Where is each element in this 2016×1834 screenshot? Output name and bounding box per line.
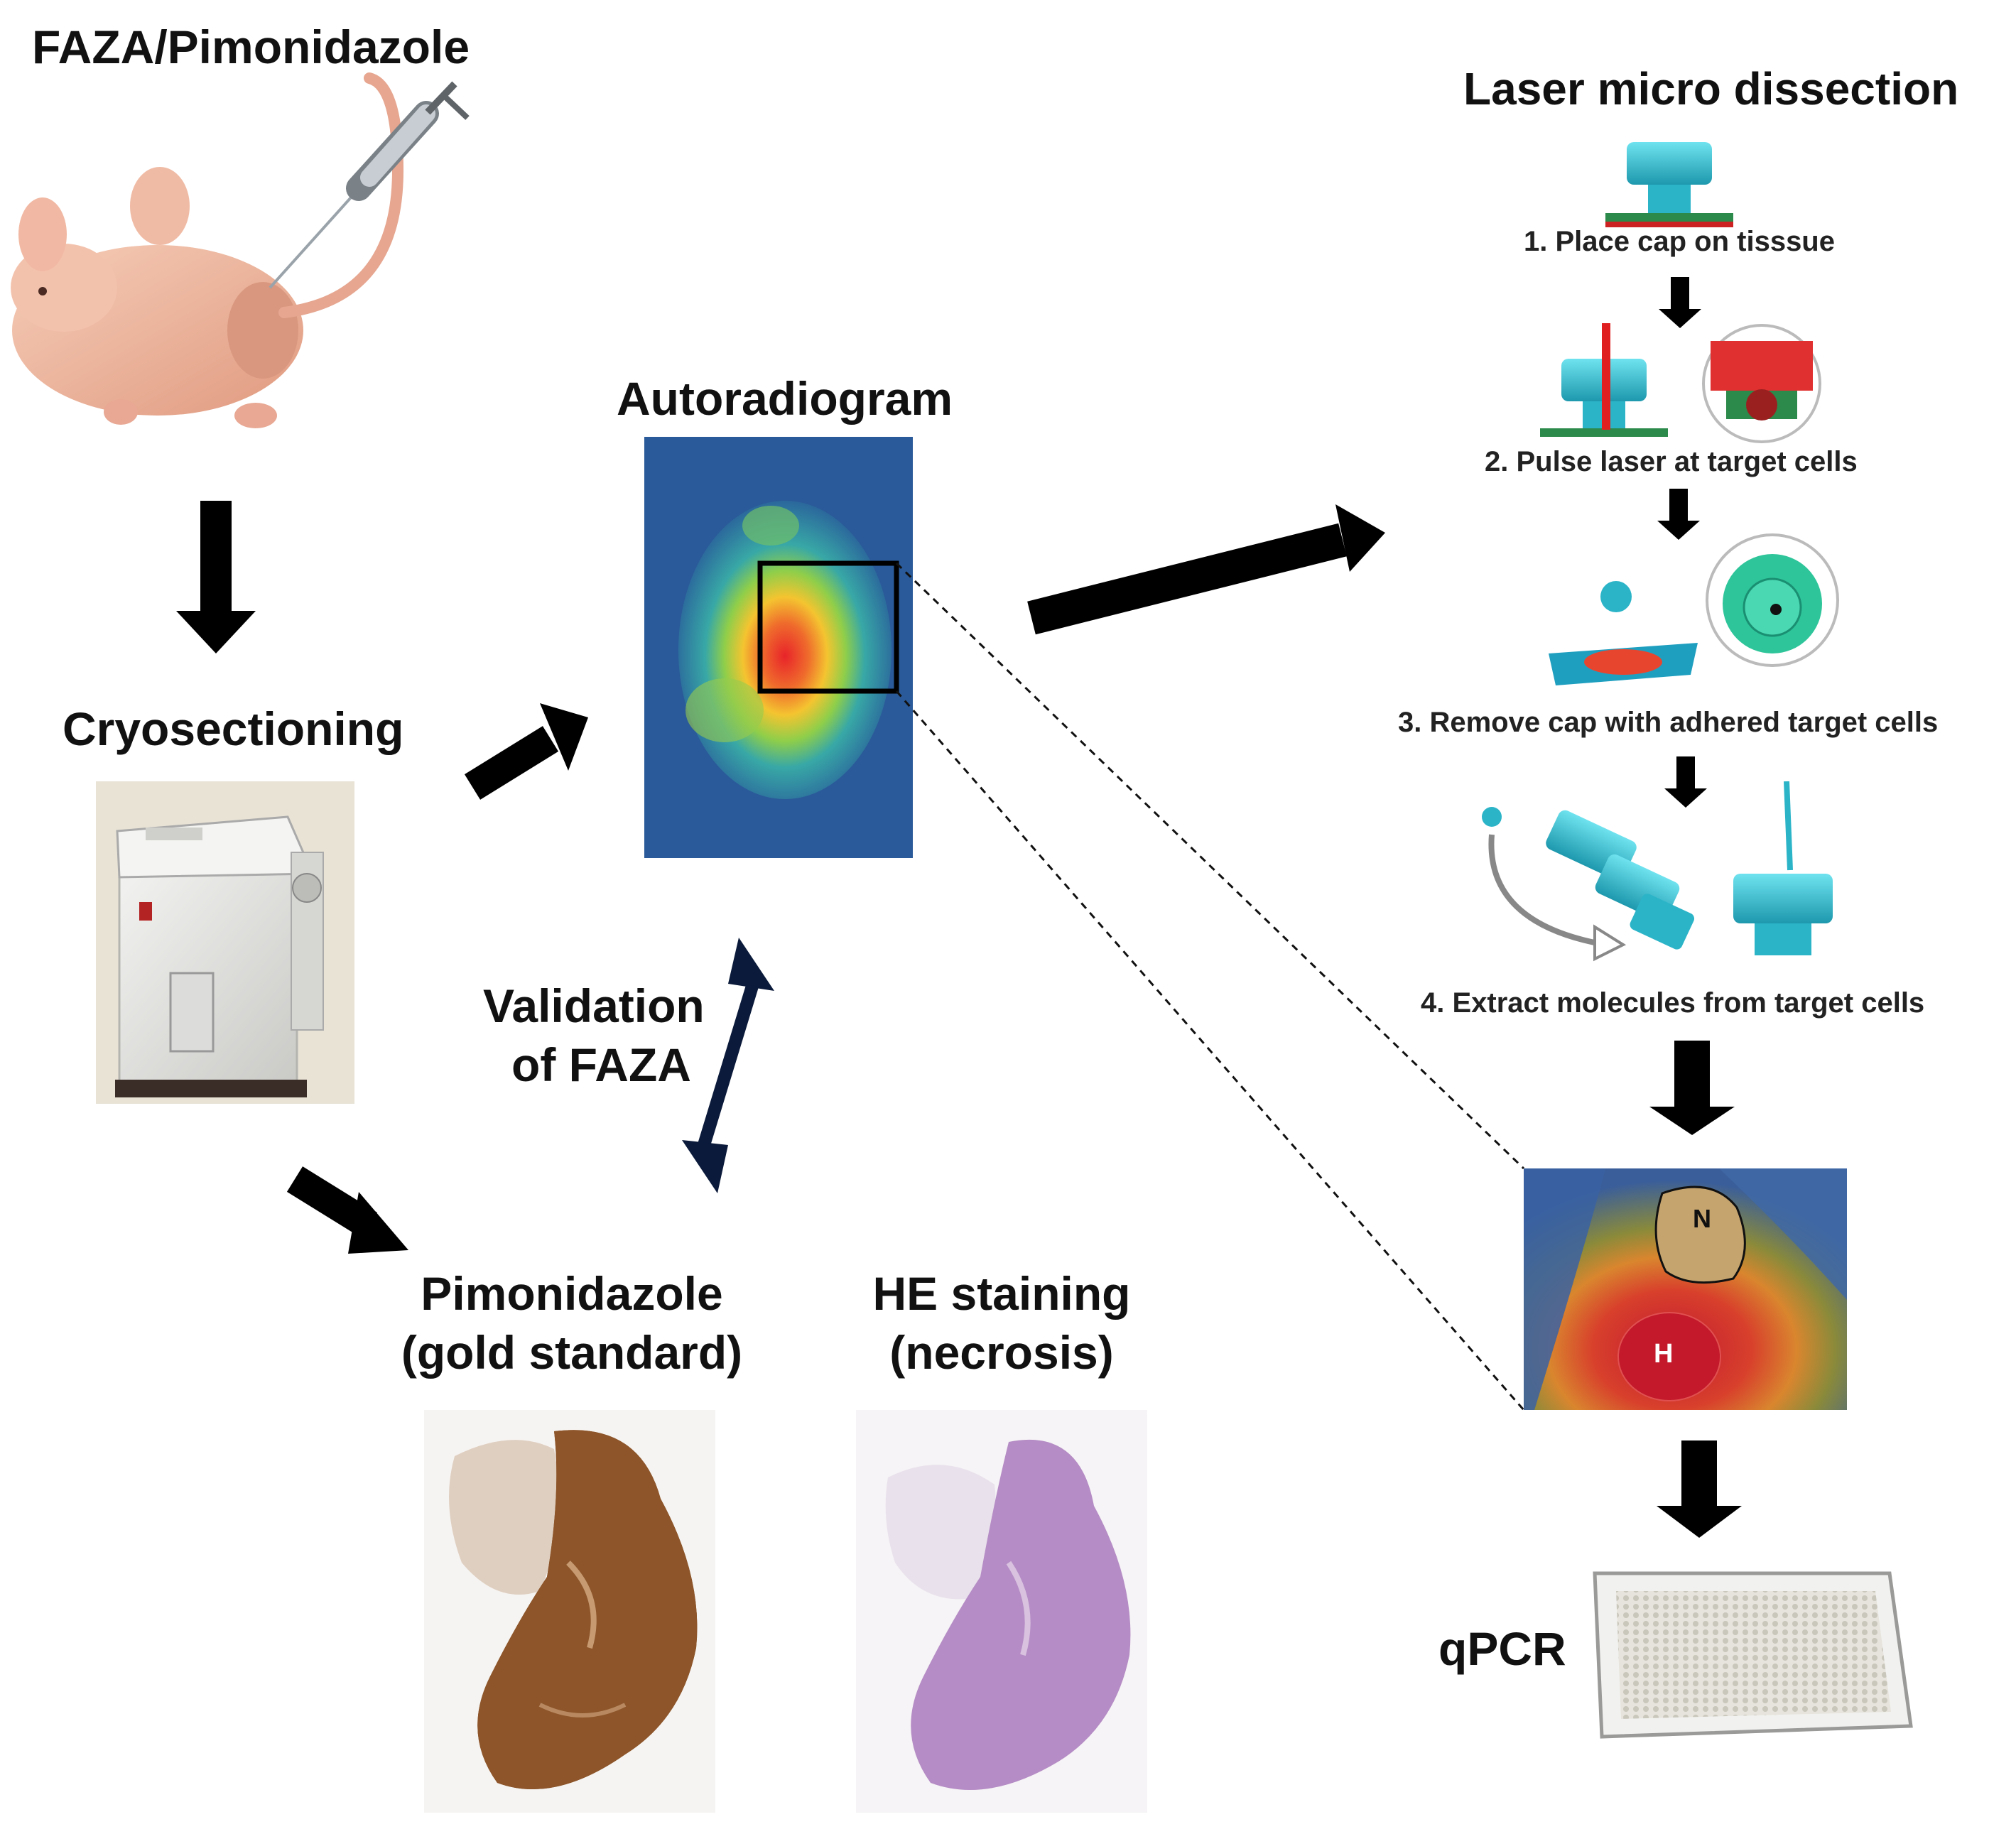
laser-beam-icon — [1540, 323, 1821, 443]
validation-line-1: Validation — [483, 980, 705, 1032]
pimonidazole-stain-image — [424, 1410, 715, 1813]
cryosectioning-label: Cryosectioning — [63, 702, 404, 755]
arrow-cryo-to-pimonidazole — [286, 1166, 408, 1254]
he-stain-image — [856, 1410, 1147, 1813]
pcr-plate-icon — [1593, 1571, 1913, 1739]
he-line-1: HE staining — [872, 1267, 1131, 1320]
arrow-validation — [682, 938, 774, 1193]
step-arrow-3 — [1664, 756, 1707, 808]
arrow-cryo-to-autoradiogram — [464, 703, 588, 800]
region-n-outline — [1654, 1185, 1746, 1284]
syringe-icon — [269, 81, 470, 289]
step-arrow-2 — [1657, 489, 1700, 540]
lmd-step-2: 2. Pulse laser at target cells — [1485, 446, 1858, 477]
lmd-cap-icon — [1605, 142, 1733, 227]
lmd-title: Laser micro dissection — [1463, 63, 1959, 114]
qpcr-label: qPCR — [1438, 1622, 1566, 1675]
pimonidazole-line-1: Pimonidazole — [421, 1267, 723, 1320]
region-n-label: N — [1693, 1204, 1711, 1233]
pimonidazole-line-2: (gold standard) — [401, 1325, 743, 1379]
zoomed-autoradiogram-image — [1524, 1168, 1847, 1410]
pimonidazole-label: Pimonidazole (gold standard) — [394, 1264, 749, 1382]
injection-label: FAZA/Pimonidazole — [32, 21, 470, 73]
region-h-outline — [1617, 1312, 1721, 1401]
he-staining-label: HE staining (necrosis) — [852, 1264, 1151, 1382]
zoom-line-bottom — [895, 690, 1525, 1411]
arrow-autoradiogram-to-lmd — [1027, 504, 1385, 635]
mouse-illustration — [11, 72, 404, 428]
lmd-step-4: 4. Extract molecules from target cells — [1421, 987, 1925, 1019]
lmd-remove-cap-icon — [1549, 533, 1839, 685]
autoradiogram-image — [644, 437, 913, 858]
zoom-region-box — [757, 560, 899, 694]
lmd-extract-icon — [1482, 781, 1833, 962]
validation-line-2: of FAZA — [511, 1038, 691, 1091]
zoom-line-top — [895, 562, 1525, 1170]
cryostat-illustration — [96, 781, 354, 1104]
lmd-step-3: 3. Remove cap with adhered target cells — [1398, 707, 1939, 738]
lmd-step-1: 1. Place cap on tisssue — [1524, 226, 1835, 257]
region-h-label: H — [1654, 1339, 1674, 1369]
step-arrow-1 — [1659, 277, 1701, 328]
autoradiogram-label: Autoradiogram — [617, 372, 953, 425]
he-line-2: (necrosis) — [889, 1325, 1114, 1379]
arrow-lmd-to-zoom — [1649, 1041, 1735, 1135]
arrow-zoom-to-qpcr — [1657, 1440, 1742, 1538]
validation-label: Validation of FAZA — [483, 977, 717, 1094]
arrow-mouse-to-cryo — [176, 501, 256, 653]
